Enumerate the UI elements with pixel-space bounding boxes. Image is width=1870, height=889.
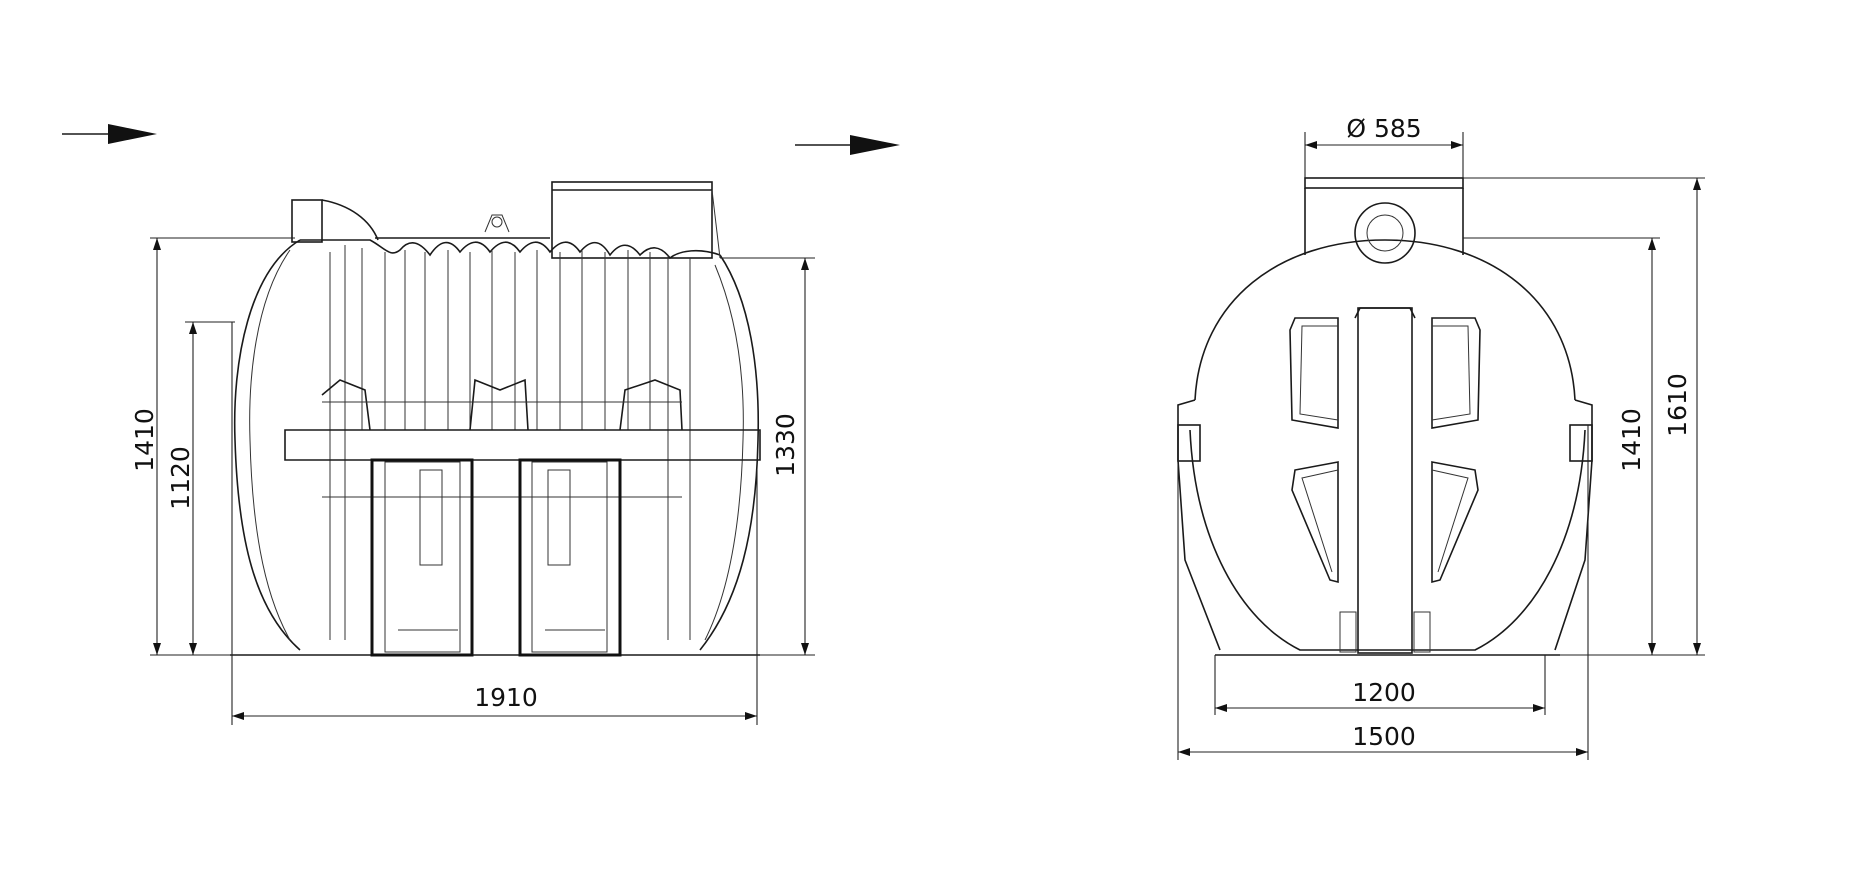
corrugated-ribs xyxy=(329,245,691,640)
side-height-outlet-label: 1330 xyxy=(771,413,800,477)
front-height-total-label: 1610 xyxy=(1663,373,1692,437)
front-dimension-1200: 1200 xyxy=(1214,655,1546,715)
side-view-tank xyxy=(230,181,761,657)
inlet-flow-arrow xyxy=(62,124,157,144)
front-dimension-diameter: Ø 585 xyxy=(1304,114,1464,178)
side-length-label: 1910 xyxy=(474,683,538,712)
front-base-width-label: 1200 xyxy=(1352,678,1416,707)
side-height-total-label: 1410 xyxy=(130,408,159,472)
front-dimension-1500: 1500 xyxy=(1177,425,1589,760)
front-diameter-label: Ø 585 xyxy=(1346,114,1421,143)
side-dimension-1910: 1910 xyxy=(231,322,758,725)
front-total-width-label: 1500 xyxy=(1352,722,1416,751)
front-view-tank xyxy=(1177,177,1593,656)
front-height-body-label: 1410 xyxy=(1617,408,1646,472)
side-dimension-1410: 1410 xyxy=(130,237,295,656)
side-height-inlet-label: 1120 xyxy=(166,446,195,510)
side-dimension-1330: 1330 xyxy=(720,257,815,656)
front-dimension-1410: 1410 xyxy=(1463,237,1660,656)
side-dimension-1120: 1120 xyxy=(166,321,235,655)
outlet-flow-arrow xyxy=(795,135,900,155)
front-dimension-1610: 1610 xyxy=(1463,177,1705,656)
